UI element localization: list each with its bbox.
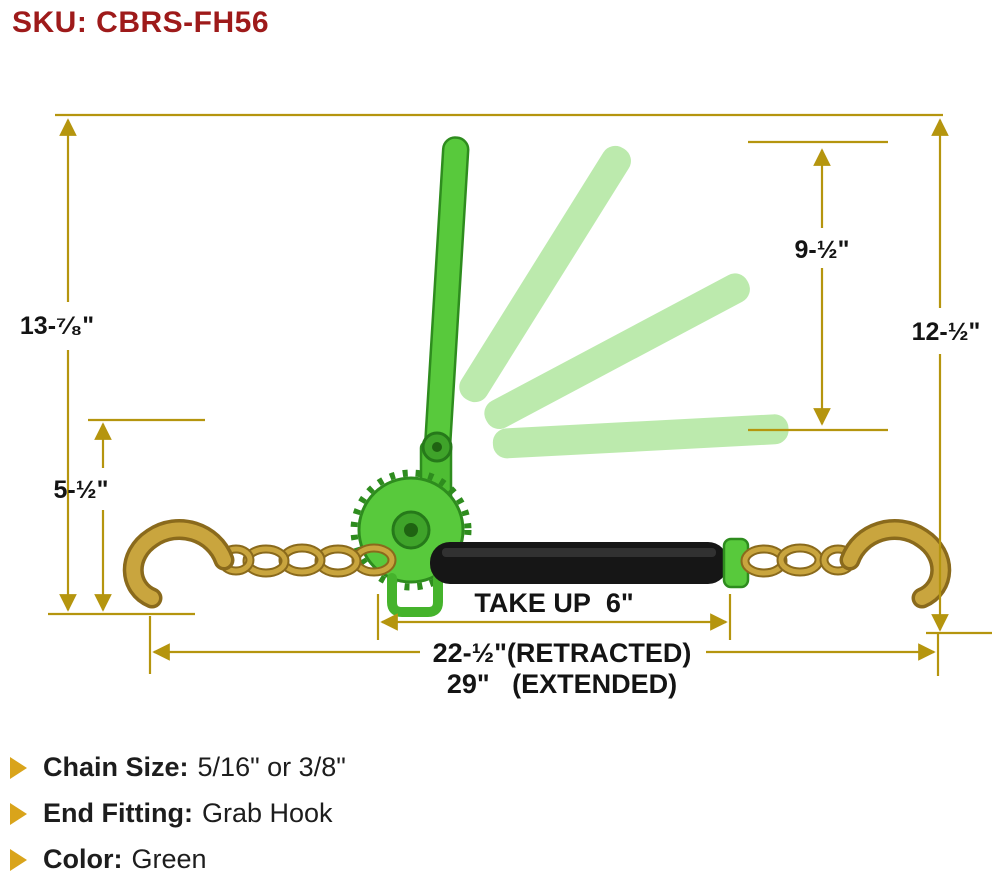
ghost-lever-3: [492, 414, 789, 459]
load-binder-illustration: [122, 136, 952, 617]
bullet-arrow-icon: [10, 756, 27, 779]
spec-label: Color:: [43, 844, 123, 874]
spec-label: End Fitting:: [43, 798, 193, 828]
dimension-labels: 13-⁷⁄₈" 5-½" 9-½" 12-½" TAKE UP 6" 22-½"…: [20, 236, 981, 699]
spec-end-fitting: End Fitting: Grab Hook: [10, 798, 346, 829]
spec-chain-size: Chain Size: 5/16" or 3/8": [10, 752, 346, 783]
chain-left: [242, 543, 397, 578]
spec-color: Color: Green: [10, 844, 346, 875]
dim-label-height-right: 12-½": [912, 318, 981, 346]
dim-label-height-total: 13-⁷⁄₈": [20, 312, 94, 340]
dimension-lines: [48, 113, 992, 676]
anchor-bracket: [387, 573, 443, 617]
handle-grip: [430, 537, 750, 589]
sku-label: SKU: CBRS-FH56: [12, 6, 270, 39]
ratchet-mechanism: [350, 440, 472, 617]
dim-label-lever-swing: 9-½": [795, 236, 850, 264]
chain-right: [740, 543, 824, 578]
spec-label: Chain Size:: [43, 752, 189, 782]
spec-value: Grab Hook: [201, 798, 333, 828]
gear-teeth: [350, 469, 472, 591]
ghost-lever-positions: [459, 145, 789, 459]
dim-label-retracted: 22-½"(RETRACTED): [433, 638, 692, 668]
pivot-bolt: [421, 431, 453, 463]
spec-value: 5/16" or 3/8": [197, 752, 346, 782]
grab-hook-left: [122, 519, 255, 609]
ghost-lever-1: [459, 145, 631, 403]
dim-label-take-up: TAKE UP 6": [474, 588, 633, 618]
grab-hook-right: [819, 519, 952, 609]
spec-value: Green: [131, 844, 207, 874]
ghost-lever-2: [484, 273, 750, 430]
bullet-arrow-icon: [10, 802, 27, 825]
bullet-arrow-icon: [10, 848, 27, 871]
dim-label-extended: 29" (EXTENDED): [447, 669, 677, 699]
lever-arm: [423, 136, 470, 457]
spec-list: Chain Size: 5/16" or 3/8" End Fitting: G…: [10, 752, 346, 875]
dim-label-hook-height: 5-½": [54, 476, 109, 504]
chain-link: [776, 543, 824, 577]
